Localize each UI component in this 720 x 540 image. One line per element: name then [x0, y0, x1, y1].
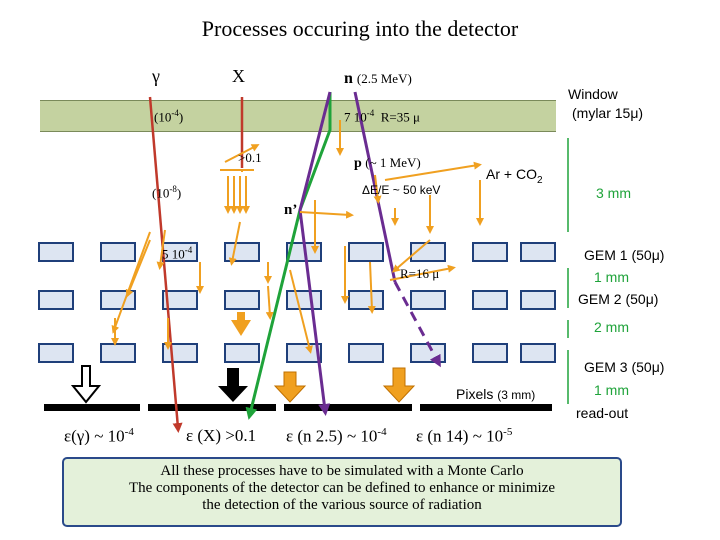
n-prime-label: n’ [284, 202, 298, 218]
conclusion-line-3: the detection of the various source of r… [202, 497, 482, 513]
window-note-label: 7 10-4 R=35 μ [344, 108, 420, 125]
page-title: Processes occuring into the detector [201, 16, 519, 41]
gap-2mm-label: 2 mm [594, 319, 629, 335]
gem-cell [472, 343, 508, 363]
gap-1mm-label: 1 mm [594, 269, 629, 285]
gem-cell [100, 242, 136, 262]
gamma-track [148, 96, 183, 433]
x-threshold-label: >0.1 [238, 150, 262, 165]
gem-cell [472, 242, 508, 262]
proton-dashed-track [393, 281, 441, 368]
gamma-label: γ [152, 66, 160, 86]
signal-arrow-black [218, 368, 248, 402]
gem-cell [38, 343, 74, 363]
neutron-green-track [245, 92, 332, 420]
eff-n25: ε (n 2.5) ~ 10-4 [286, 426, 387, 446]
range-16-label: R=16 μ [400, 266, 440, 281]
gem2-spec: GEM 2 (50μ) [578, 291, 659, 307]
proton-label: p (~ 1 MeV) [354, 155, 421, 171]
gem-cell [348, 290, 384, 310]
pixel-pad [420, 404, 552, 411]
gem-cell [224, 343, 260, 363]
pixels-label: Pixels (3 mm) [456, 386, 536, 402]
signal-arrow-white [70, 365, 102, 404]
readout-label: read-out [576, 405, 629, 421]
proton-track [353, 91, 397, 283]
gap-3mm-label: 3 mm [596, 185, 631, 201]
pixel-pad [284, 404, 412, 411]
gem-cell [520, 242, 556, 262]
gem-cell [410, 290, 446, 310]
gem-cell [348, 343, 384, 363]
conclusion-box: All these processes have to be simulated… [62, 457, 622, 527]
gem-cell [38, 242, 74, 262]
x-ray-label: X [232, 66, 245, 86]
gem-cell [162, 290, 198, 310]
gem-cell [472, 290, 508, 310]
prob8-label: (10-8) [152, 184, 182, 201]
conclusion-line-2: The components of the detector can be de… [128, 480, 556, 496]
mylar-window-layer [40, 100, 556, 132]
gem-cell [286, 343, 322, 363]
eff-n14: ε (n 14) ~ 10-5 [416, 426, 513, 446]
gas-label: Ar + CO2 [486, 166, 543, 186]
gamma-prob-label: (10-4) [154, 108, 184, 125]
neutron-purple-track [298, 91, 332, 416]
gem3-spec: GEM 3 (50μ) [584, 359, 665, 375]
energy-loss-label: ΔE/E ~ 50 keV [362, 183, 441, 197]
charge-arrow [231, 312, 251, 336]
gap-1mm-label-2: 1 mm [594, 382, 629, 398]
gem-cell [520, 290, 556, 310]
signal-arrow-orange [273, 371, 307, 403]
signal-arrow-orange [382, 367, 416, 403]
gem1-spec: GEM 1 (50μ) [584, 247, 665, 263]
eff-gamma: ε(γ) ~ 10-4 [64, 426, 134, 446]
gem-cell [520, 343, 556, 363]
pixel-pad [44, 404, 140, 411]
gem-cell [348, 242, 384, 262]
gem-cell [38, 290, 74, 310]
neutron-label: n (2.5 MeV) [344, 70, 412, 87]
eff-x: ε (X) >0.1 [186, 426, 257, 445]
gem-cell [224, 290, 260, 310]
gem-prob-label: 5 10-4 [162, 245, 193, 262]
conclusion-line-1: All these processes have to be simulated… [160, 463, 524, 479]
pixel-pad [148, 404, 276, 411]
secondary-tracks [111, 120, 484, 354]
